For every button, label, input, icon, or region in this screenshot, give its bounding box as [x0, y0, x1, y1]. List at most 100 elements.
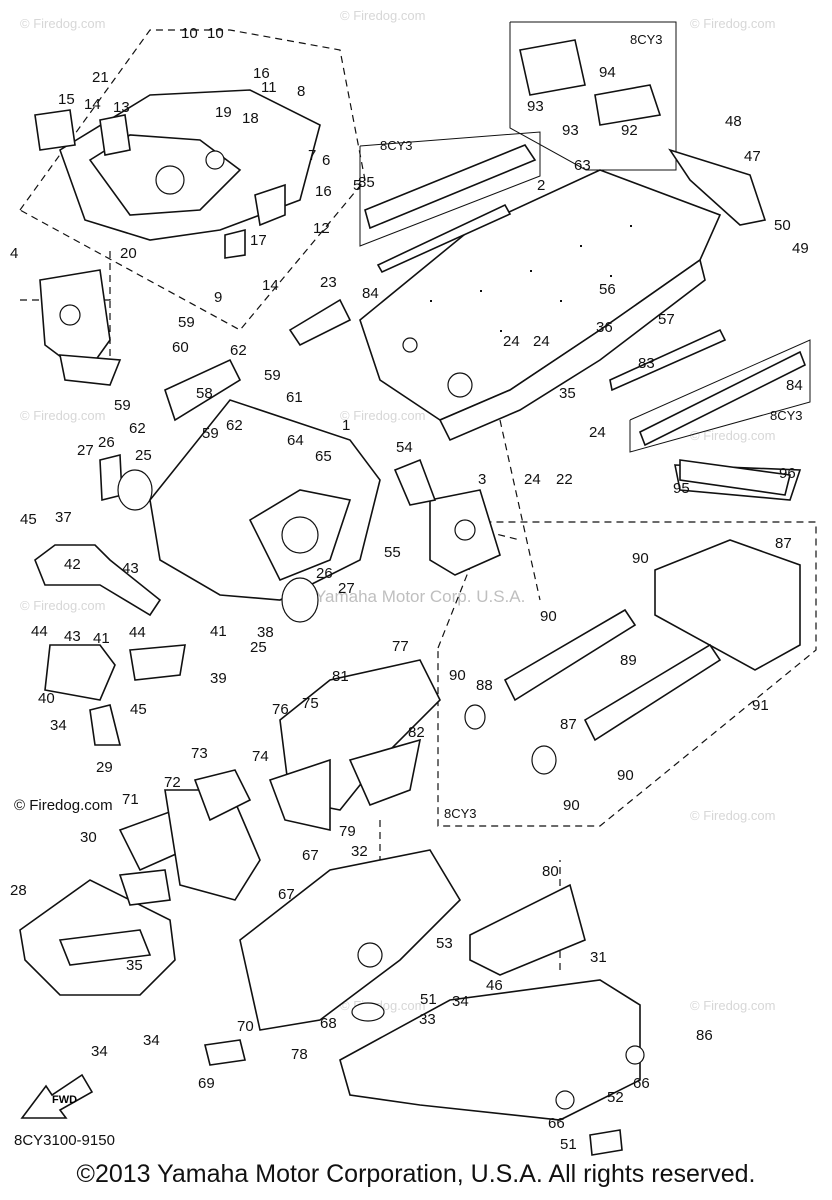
part-callout-32: 32 [351, 843, 368, 860]
watermark-site: © Firedog.com [340, 408, 425, 423]
part-callout-26: 26 [316, 565, 333, 582]
part-callout-62: 62 [226, 417, 243, 434]
part-callout-86: 86 [696, 1027, 713, 1044]
part-callout-82: 82 [408, 724, 425, 741]
part-callout-56: 56 [599, 281, 616, 298]
part-callout-66: 66 [633, 1075, 650, 1092]
part-callout-35: 35 [559, 385, 576, 402]
part-callout-8: 8 [297, 83, 305, 100]
part-callout-14: 14 [262, 277, 279, 294]
part-callout-28: 28 [10, 882, 27, 899]
part-callout-73: 73 [191, 745, 208, 762]
part-callout-21: 21 [92, 69, 109, 86]
part-callout-91: 91 [752, 697, 769, 714]
part-callout-90: 90 [563, 797, 580, 814]
part-callout-47: 47 [744, 148, 761, 165]
watermark-site-corner: © Firedog.com [14, 797, 113, 814]
part-callout-66: 66 [548, 1115, 565, 1132]
part-callout-10: 10 [181, 25, 198, 42]
part-callout-87: 87 [775, 535, 792, 552]
part-callout-78: 78 [291, 1046, 308, 1063]
main-frame [99, 358, 501, 623]
part-callout-43: 43 [122, 560, 139, 577]
part-callout-37: 37 [55, 509, 72, 526]
part-callout-34: 34 [50, 717, 67, 734]
part-callout-24: 24 [589, 424, 606, 441]
leader-dashed [499, 419, 541, 601]
part-callout-7: 7 [308, 147, 316, 164]
part-callout-59: 59 [178, 314, 195, 331]
part-callout-84: 84 [786, 377, 803, 394]
part-callout-84: 84 [362, 285, 379, 302]
part-callout-38: 38 [257, 624, 274, 641]
front-bumper [34, 544, 186, 746]
part-callout-51: 51 [420, 991, 437, 1008]
part-callout-94: 94 [599, 64, 616, 81]
part-callout-3: 3 [478, 471, 486, 488]
part-callout-69: 69 [198, 1075, 215, 1092]
part-callout-44: 44 [31, 623, 48, 640]
part-callout-50: 50 [774, 217, 791, 234]
part-callout-46: 46 [486, 977, 503, 994]
part-callout-59: 59 [114, 397, 131, 414]
part-callout-25: 25 [250, 639, 267, 656]
part-callout-67: 67 [302, 847, 319, 864]
part-callout-31: 31 [590, 949, 607, 966]
group-outline-mount-box [509, 21, 677, 171]
part-callout-93: 93 [527, 98, 544, 115]
part-callout-88: 88 [476, 677, 493, 694]
mount-blocks [519, 39, 662, 126]
part-callout-2: 2 [537, 177, 545, 194]
rear-brackets [668, 148, 802, 501]
watermark-site: © Firedog.com [690, 998, 775, 1013]
part-callout-75: 75 [302, 695, 319, 712]
part-callout-27: 27 [77, 442, 94, 459]
part-callout-58: 58 [196, 385, 213, 402]
part-callout-20: 20 [120, 245, 137, 262]
part-callout-52: 52 [607, 1089, 624, 1106]
part-callout-30: 30 [80, 829, 97, 846]
side-panels [118, 659, 441, 901]
part-callout-25: 25 [135, 447, 152, 464]
part-callout-68: 68 [320, 1015, 337, 1032]
part-callout-1: 1 [342, 417, 350, 434]
tunnel-assembly [359, 169, 722, 442]
part-callout-53: 53 [436, 935, 453, 952]
part-callout-24: 24 [533, 333, 550, 350]
part-callout-41: 41 [210, 623, 227, 640]
part-callout-24: 24 [503, 333, 520, 350]
part-callout-45: 45 [20, 511, 37, 528]
part-callout-39: 39 [210, 670, 227, 687]
part-callout-90: 90 [632, 550, 649, 567]
part-callout-42: 42 [64, 556, 81, 573]
part-callout-11: 11 [261, 79, 277, 96]
part-callout-90: 90 [617, 767, 634, 784]
copyright-notice: ©2013 Yamaha Motor Corporation, U.S.A. A… [76, 1160, 756, 1188]
part-callout-5: 5 [353, 177, 361, 194]
part-callout-19: 19 [215, 104, 232, 121]
model-note: 8CY3 [380, 138, 413, 153]
part-callout-44: 44 [129, 624, 146, 641]
seat-frame-group [464, 459, 801, 775]
part-callout-40: 40 [38, 690, 55, 707]
part-callout-16: 16 [253, 65, 270, 82]
part-callout-65: 65 [315, 448, 332, 465]
part-callout-27: 27 [338, 580, 355, 597]
part-callout-43: 43 [64, 628, 81, 645]
part-callout-34: 34 [143, 1032, 160, 1049]
part-callout-90: 90 [449, 667, 466, 684]
part-callout-34: 34 [452, 993, 469, 1010]
part-callout-34: 34 [91, 1043, 108, 1060]
part-callout-10: 10 [207, 25, 224, 42]
model-note: 8CY3 [630, 32, 663, 47]
part-callout-90: 90 [540, 608, 557, 625]
part-callout-33: 33 [419, 1011, 436, 1028]
part-callout-95: 95 [673, 480, 690, 497]
watermark-site: © Firedog.com [20, 598, 105, 613]
part-callout-35: 35 [126, 957, 143, 974]
part-callout-14: 14 [84, 96, 101, 113]
watermark-site: © Firedog.com [20, 16, 105, 31]
part-callout-85: 85 [358, 174, 375, 191]
part-callout-57: 57 [658, 311, 675, 328]
